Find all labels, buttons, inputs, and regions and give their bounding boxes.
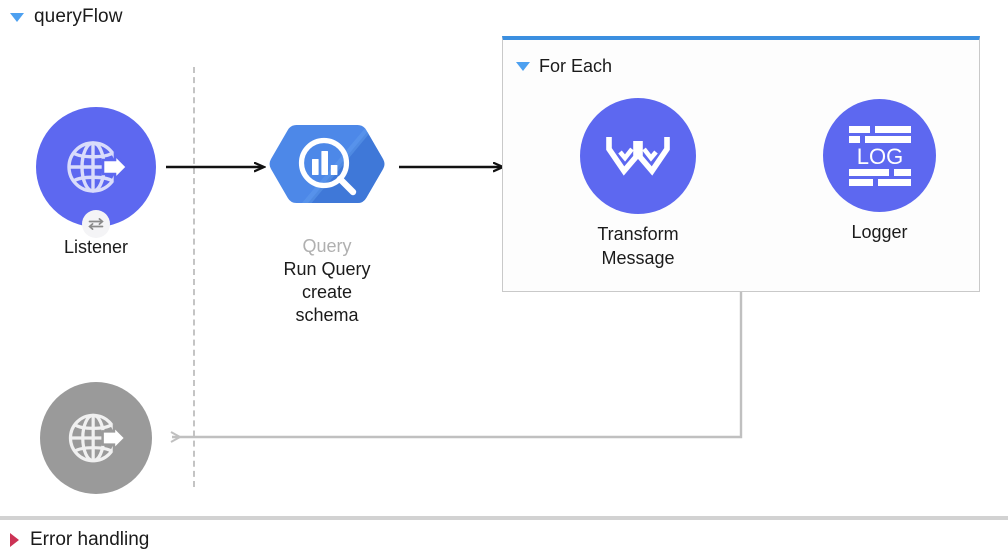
node-label-transform-message: Transform Message bbox=[597, 224, 679, 269]
error-handling-section[interactable]: Error handling bbox=[10, 528, 149, 552]
lane-divider bbox=[193, 67, 195, 487]
scope-title: For Each bbox=[539, 55, 613, 76]
listener-response-icon-circle[interactable] bbox=[40, 382, 152, 494]
listener-icon-circle[interactable] bbox=[36, 107, 156, 238]
globe-arrow-icon bbox=[67, 141, 129, 193]
bigquery-magnifier-icon bbox=[269, 124, 385, 204]
node-listener[interactable]: Listener bbox=[36, 107, 156, 259]
query-icon-hexagon[interactable] bbox=[266, 107, 388, 227]
log-lines-icon: LOG bbox=[848, 125, 911, 186]
node-sublabel-query: Query bbox=[302, 236, 352, 256]
node-label-listener: Listener bbox=[63, 237, 129, 257]
connector-foreach-to-response bbox=[172, 292, 743, 437]
node-listener-response[interactable] bbox=[40, 382, 152, 494]
scope-header-for-each[interactable]: For Each bbox=[516, 55, 612, 77]
node-description-query: Run Query create schema bbox=[283, 259, 371, 326]
dataweave-icon bbox=[606, 137, 670, 176]
node-label-logger: Logger bbox=[851, 222, 908, 242]
triangle-down-icon[interactable] bbox=[10, 12, 24, 22]
logger-icon-circle[interactable]: LOG bbox=[823, 99, 936, 212]
flow-header[interactable]: queryFlow bbox=[10, 5, 123, 29]
flow-title: queryFlow bbox=[34, 6, 123, 27]
footer-divider bbox=[0, 516, 1008, 520]
error-handling-label: Error handling bbox=[30, 529, 150, 550]
logger-icon-text: LOG bbox=[856, 144, 902, 169]
triangle-down-icon[interactable] bbox=[516, 61, 530, 71]
node-transform-message[interactable]: Transform Message bbox=[580, 98, 696, 271]
triangle-right-icon[interactable] bbox=[10, 533, 19, 547]
node-logger[interactable]: LOG Logger bbox=[823, 99, 936, 244]
node-query[interactable]: Query Run Query create schema bbox=[266, 107, 388, 327]
globe-arrow-icon bbox=[68, 413, 128, 463]
transform-icon-circle[interactable] bbox=[580, 98, 696, 214]
request-response-icon bbox=[82, 210, 110, 238]
